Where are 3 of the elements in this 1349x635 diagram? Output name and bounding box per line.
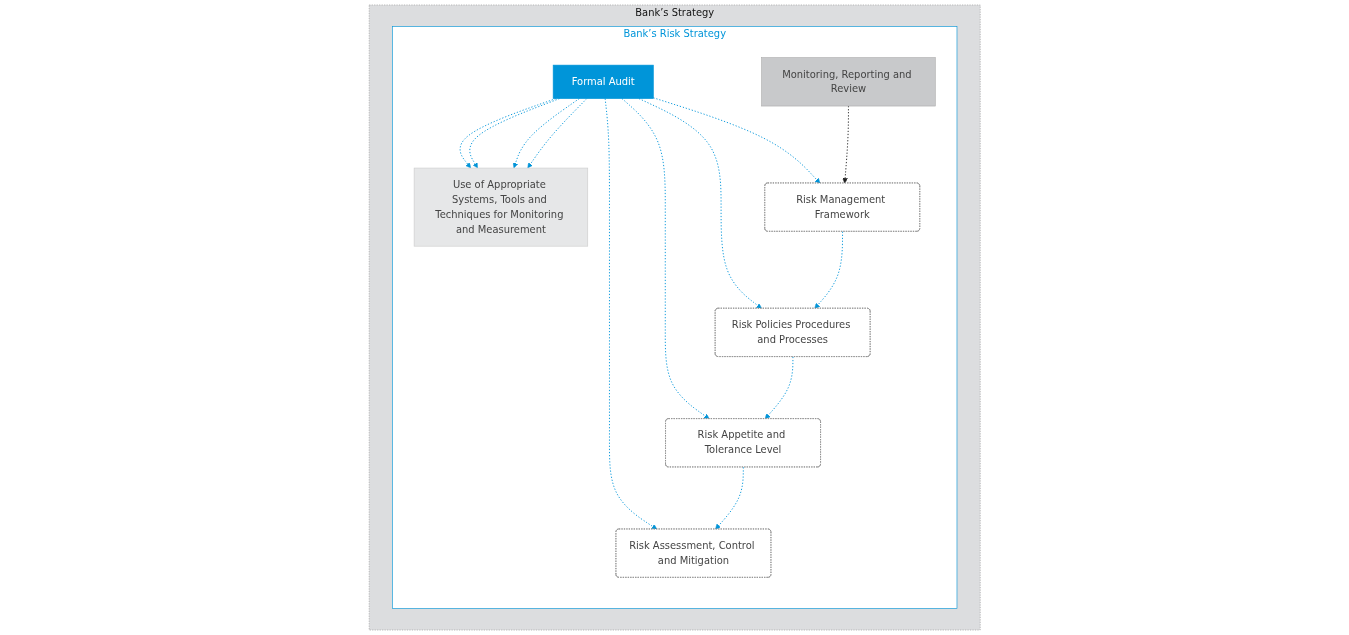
node-box: Use of Appropriate Systems, Tools and Techniques for Monitoring and Measurement <box>413 167 588 247</box>
node-box: Formal Audit <box>552 64 654 99</box>
node-box: Monitoring, Reporting and Review <box>761 57 936 107</box>
